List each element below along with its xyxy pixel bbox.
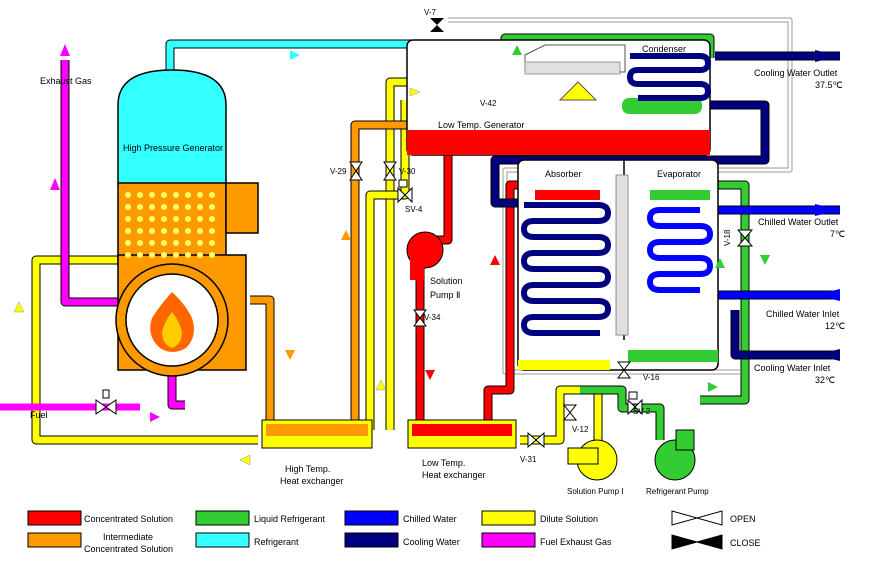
cooling-water-outlet-label: Cooling Water Outlet [754, 68, 838, 78]
high-temp-hx-label-1: High Temp. [285, 464, 330, 474]
evaporator-label: Evaporator [657, 169, 701, 179]
valve-v12-label: V-12 [572, 425, 589, 434]
valve-v12[interactable] [562, 404, 578, 421]
valve-sv4-label: SV-4 [405, 205, 423, 214]
legend-swatch-chilled-water [344, 510, 399, 526]
legend-label-cooling-water: Cooling Water [403, 537, 460, 547]
valve-v7[interactable] [430, 18, 444, 32]
condenser-label: Condenser [642, 44, 686, 54]
low-temp-hx-label-2: Heat exchanger [422, 470, 486, 480]
legend-label-close: CLOSE [730, 538, 761, 548]
tube-bundle [125, 192, 215, 258]
valve-v34[interactable] [413, 309, 427, 327]
chilled-water-inlet-label: Chilled Water Inlet [766, 309, 840, 319]
exhaust-gas-label: Exhaust Gas [40, 76, 92, 86]
cooling-water-inlet-label: Cooling Water Inlet [754, 363, 831, 373]
legend-swatch-dilute [481, 510, 536, 526]
legend-open-valve-icon [671, 510, 723, 526]
valve-v29-label: V-29 [330, 167, 347, 176]
legend: Concentrated Solution Liquid Refrigerant… [27, 510, 761, 554]
legend-close-valve-icon [671, 534, 723, 550]
cooling-water-outlet-temp: 37.5℃ [815, 80, 843, 90]
solution-pump-1-label: Solution Pump Ⅰ [567, 487, 624, 496]
legend-swatch-refrigerant [195, 532, 250, 548]
legend-label-liquid-refrigerant: Liquid Refrigerant [254, 514, 326, 524]
chilled-water-outlet-temp: 7℃ [830, 229, 845, 239]
refrigerant-pump-label: Refrigerant Pump [646, 487, 709, 496]
legend-label-intermediate-2: Concentrated Solution [84, 544, 173, 554]
valve-v31[interactable] [527, 431, 545, 449]
condenser-coil [626, 53, 712, 101]
valve-v30[interactable] [383, 161, 397, 181]
legend-swatch-cooling-water [344, 532, 399, 548]
valve-sv4[interactable] [397, 179, 413, 204]
legend-label-refrigerant: Refrigerant [254, 537, 299, 547]
legend-swatch-intermediate [27, 532, 82, 548]
solution-pump-2-label-1: Solution [430, 276, 463, 286]
absorber-coil [520, 202, 612, 336]
low-temp-hx-label-1: Low Temp. [422, 458, 465, 468]
flame-icon [150, 292, 194, 352]
valve-fuel[interactable] [95, 389, 117, 415]
low-temp-generator-label: Low Temp. Generator [438, 120, 524, 130]
solution-pump-2-label-2: Pump Ⅱ [430, 290, 460, 300]
fuel-label: Fuel [30, 410, 48, 420]
legend-label-open: OPEN [730, 514, 756, 524]
valve-v30-label: V-30 [399, 167, 416, 176]
valve-v7-label: V-7 [424, 8, 437, 17]
absorber-label: Absorber [545, 169, 582, 179]
legend-label-intermediate-1: Intermediate [103, 532, 153, 542]
exhaust-pipe [60, 60, 125, 307]
valve-v29[interactable] [349, 161, 363, 181]
solution-pump-2[interactable] [406, 231, 444, 280]
refrigerant-pump[interactable] [654, 429, 696, 481]
legend-label-fuel-exhaust: Fuel Exhaust Gas [540, 537, 612, 547]
legend-label-concentrated: Concentrated Solution [84, 514, 173, 524]
chilled-water-inlet-temp: 12℃ [825, 321, 845, 331]
solution-pump-1[interactable] [567, 439, 618, 481]
valve-v16-label: V-16 [643, 373, 660, 382]
high-temp-hx-label-2: Heat exchanger [280, 476, 344, 486]
legend-label-chilled-water: Chilled Water [403, 514, 457, 524]
absorber-evaporator-shell [517, 159, 719, 371]
valve-sv2-label: SV-2 [633, 407, 651, 416]
valve-v18-label: V-18 [723, 229, 732, 246]
high-temp-heat-exchanger [261, 419, 373, 449]
flow-arrows [13, 44, 840, 466]
legend-swatch-fuel-exhaust [481, 532, 536, 548]
high-pressure-generator-label: High Pressure Generator [123, 143, 223, 153]
low-temp-heat-exchanger [407, 419, 517, 449]
chilled-water-outlet-label: Chilled Water Outlet [758, 217, 839, 227]
valve-sv2[interactable] [627, 391, 643, 416]
valve-v31-label: V-31 [520, 455, 537, 464]
valve-v34-label: V-34 [424, 313, 441, 322]
valve-v42-label: V-42 [480, 99, 497, 108]
valve-v18[interactable] [736, 229, 754, 247]
cooling-water-inlet-temp: 32℃ [815, 375, 835, 385]
legend-label-dilute: Dilute Solution [540, 514, 598, 524]
valve-v16[interactable] [617, 361, 631, 379]
legend-swatch-concentrated [27, 510, 82, 526]
legend-swatch-liquid-refrigerant [195, 510, 250, 526]
evaporator-coil [646, 207, 714, 293]
high-pressure-generator [115, 69, 259, 377]
condenser-low-temp-generator-shell [406, 39, 711, 156]
